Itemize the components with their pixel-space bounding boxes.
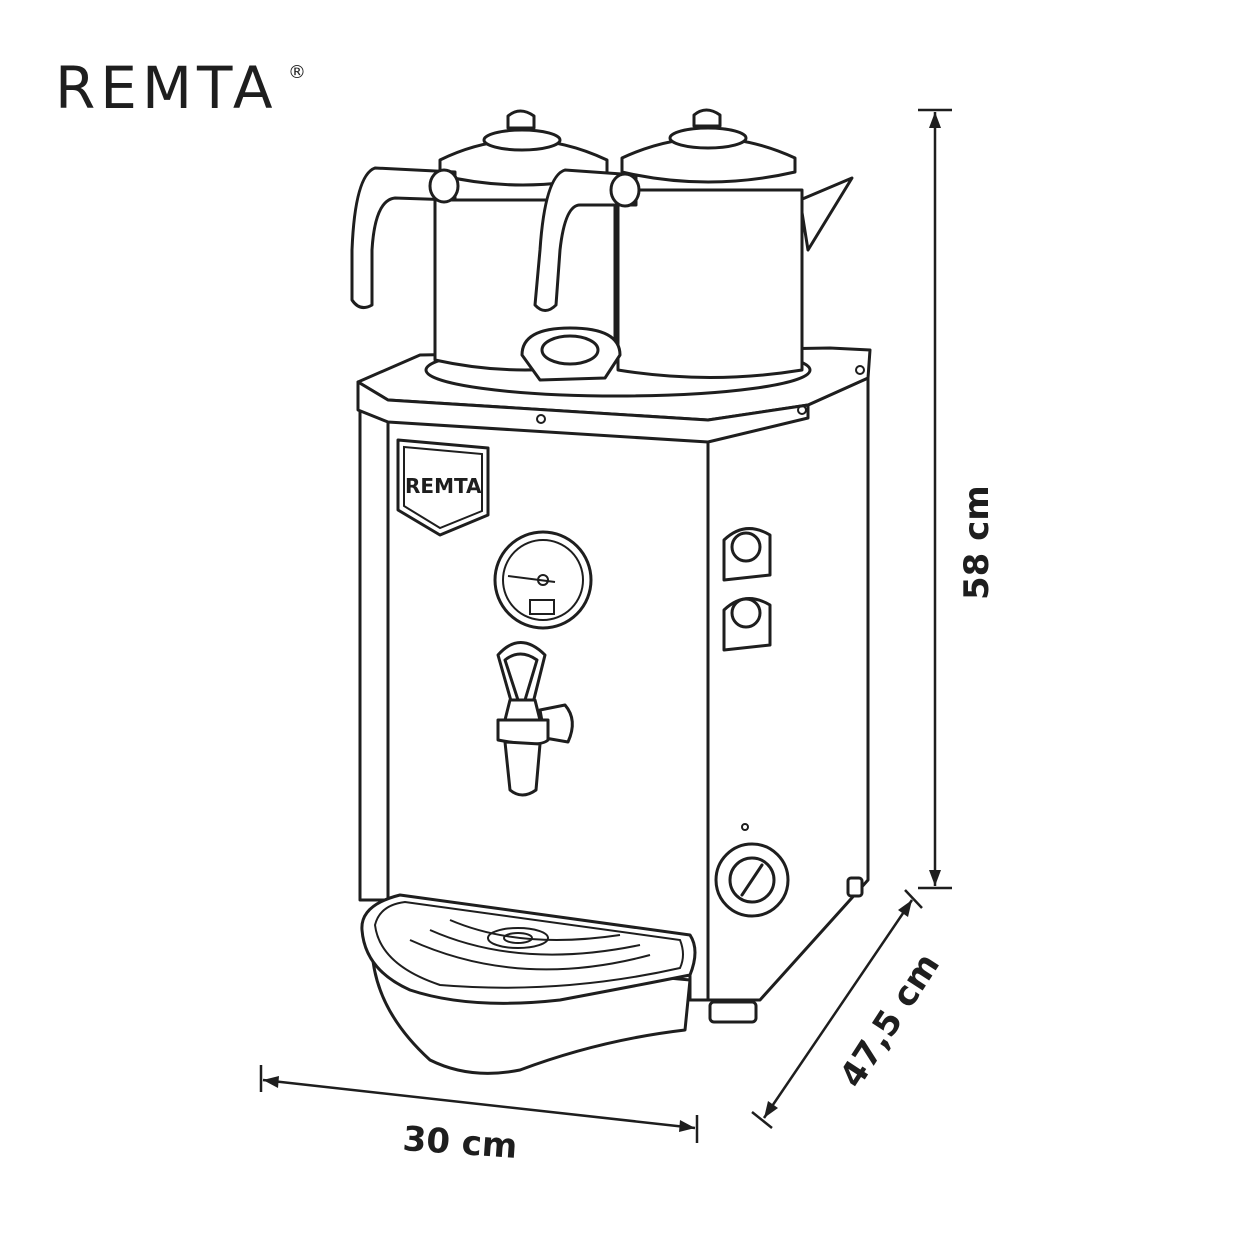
front-badge: REMTA	[396, 438, 490, 537]
side-switch-bottom[interactable]	[722, 597, 772, 652]
width-dimension: 30 cm	[259, 1065, 699, 1167]
teapot-right	[533, 108, 854, 379]
height-dimension: 58 cm	[918, 108, 997, 890]
height-label: 58 cm	[957, 485, 997, 600]
registered-mark: ®	[288, 62, 306, 83]
body-top-rim	[356, 380, 810, 444]
depth-label: 47,5 cm	[832, 946, 948, 1095]
width-label: 30 cm	[401, 1119, 518, 1167]
adjustable-foot	[708, 1000, 758, 1024]
side-switch-top[interactable]	[722, 527, 772, 582]
brand-name: REMTA	[55, 54, 278, 122]
badge-text: REMTA	[405, 474, 482, 498]
brand-logo: REMTA ®	[55, 54, 306, 122]
temperature-gauge	[493, 530, 593, 630]
thermostat-knob[interactable]	[714, 842, 790, 918]
water-tap[interactable]	[496, 641, 574, 797]
tea-machine: REMTA	[350, 108, 872, 1075]
drip-tray[interactable]	[360, 893, 697, 1075]
